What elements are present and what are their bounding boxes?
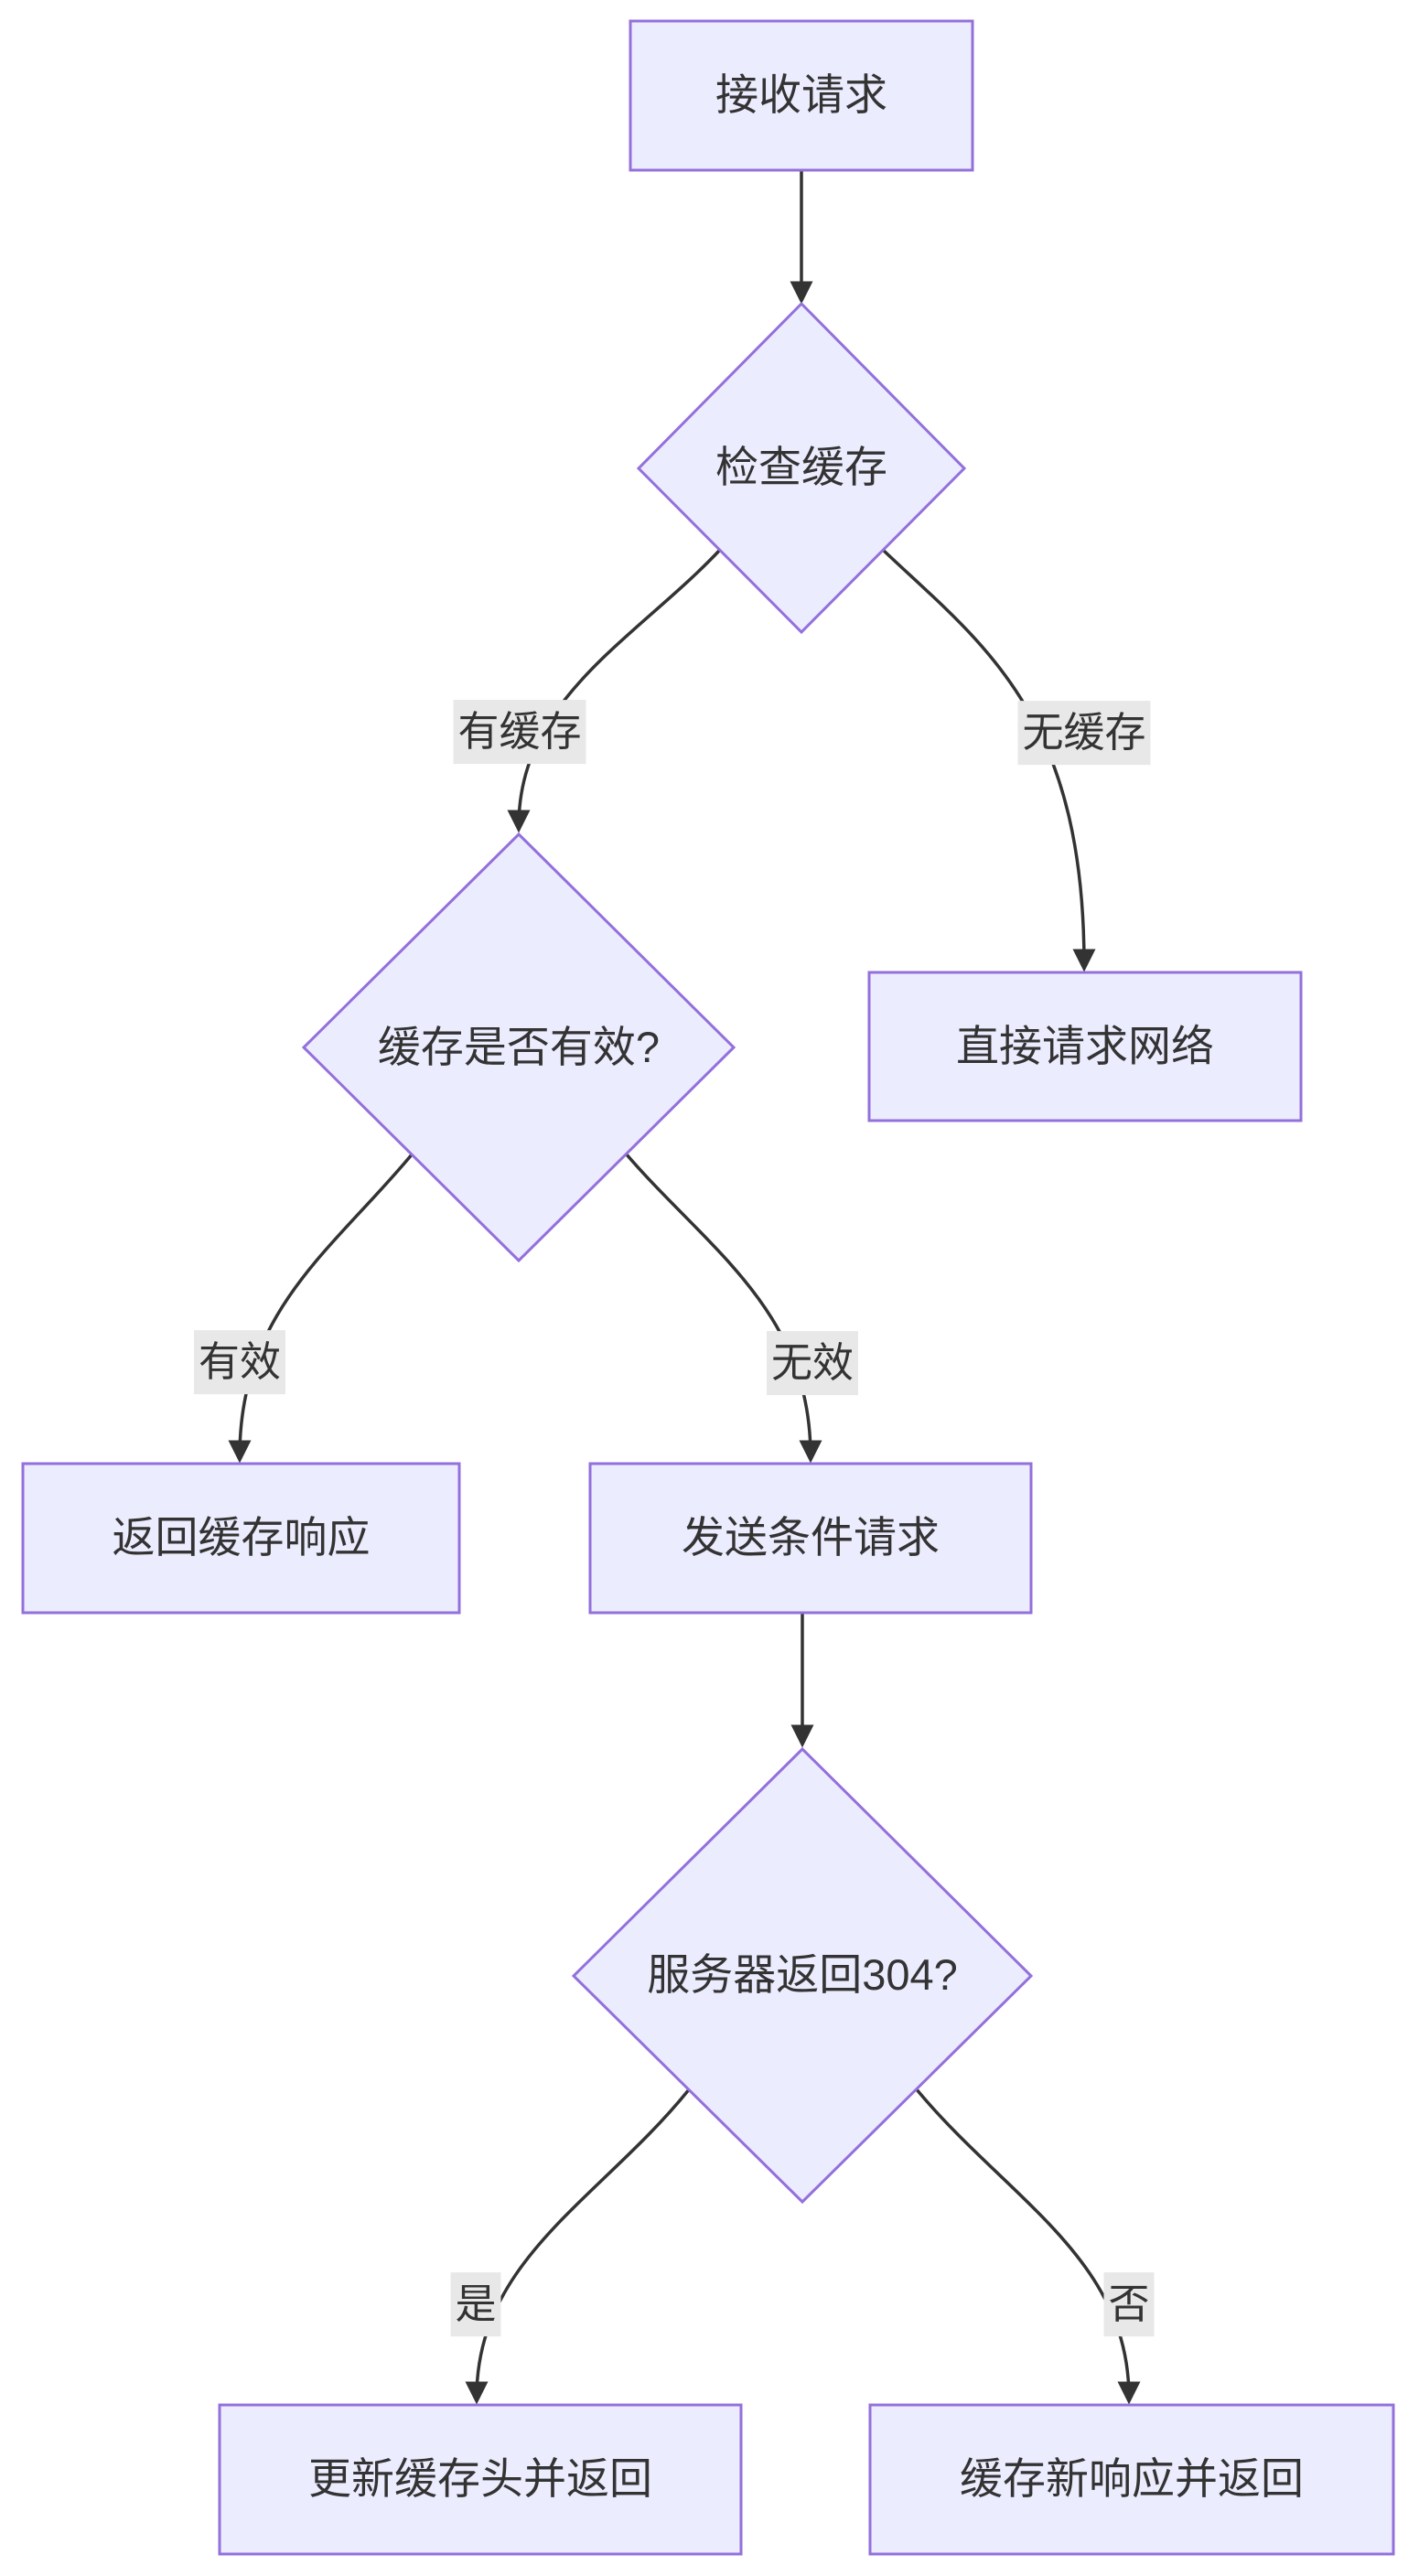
node-direct-network-request xyxy=(867,971,1303,1122)
node-return-cached-response xyxy=(21,1462,461,1615)
nodes-layer xyxy=(21,19,1395,2556)
edge-304-to-update xyxy=(465,2087,692,2405)
node-update-cache-headers xyxy=(218,2403,743,2556)
node-label-return-cached-response: 返回缓存响应 xyxy=(112,1513,371,1562)
edge-valid-to-return-cache xyxy=(228,1152,414,1464)
node-send-conditional-request xyxy=(588,1462,1033,1615)
edge-304-to-cache-new xyxy=(914,2087,1141,2405)
node-label-server-returns-304-decision: 服务器返回304? xyxy=(647,1950,958,2000)
edge-check-to-valid xyxy=(507,548,722,833)
node-cache-valid-decision xyxy=(301,832,736,1263)
edge-label-valid: 有效 xyxy=(193,1330,286,1394)
node-label-check-cache: 检查缓存 xyxy=(715,443,887,492)
node-label-send-conditional-request: 发送条件请求 xyxy=(682,1513,940,1562)
node-check-cache xyxy=(636,301,967,635)
edge-label-has-cache: 有缓存 xyxy=(453,700,586,764)
node-server-returns-304-decision xyxy=(571,1746,1034,2205)
edge-valid-to-conditional xyxy=(624,1152,822,1464)
edge-label-invalid: 无效 xyxy=(766,1331,859,1395)
node-cache-new-response xyxy=(868,2403,1395,2556)
edge-check-to-network xyxy=(881,548,1096,972)
edge-label-no: 否 xyxy=(1103,2272,1155,2336)
node-label-direct-network-request: 直接请求网络 xyxy=(956,1021,1214,1070)
node-label-cache-valid-decision: 缓存是否有效? xyxy=(377,1022,661,1071)
node-receive-request xyxy=(629,19,974,172)
node-label-update-cache-headers: 更新缓存头并返回 xyxy=(308,2454,652,2504)
edge-label-no-cache: 无缓存 xyxy=(1017,701,1151,765)
edge-label-yes: 是 xyxy=(450,2272,501,2336)
edges-layer xyxy=(228,171,1141,2405)
node-label-cache-new-response: 缓存新响应并返回 xyxy=(960,2454,1304,2504)
node-label-receive-request: 接收请求 xyxy=(715,70,887,120)
